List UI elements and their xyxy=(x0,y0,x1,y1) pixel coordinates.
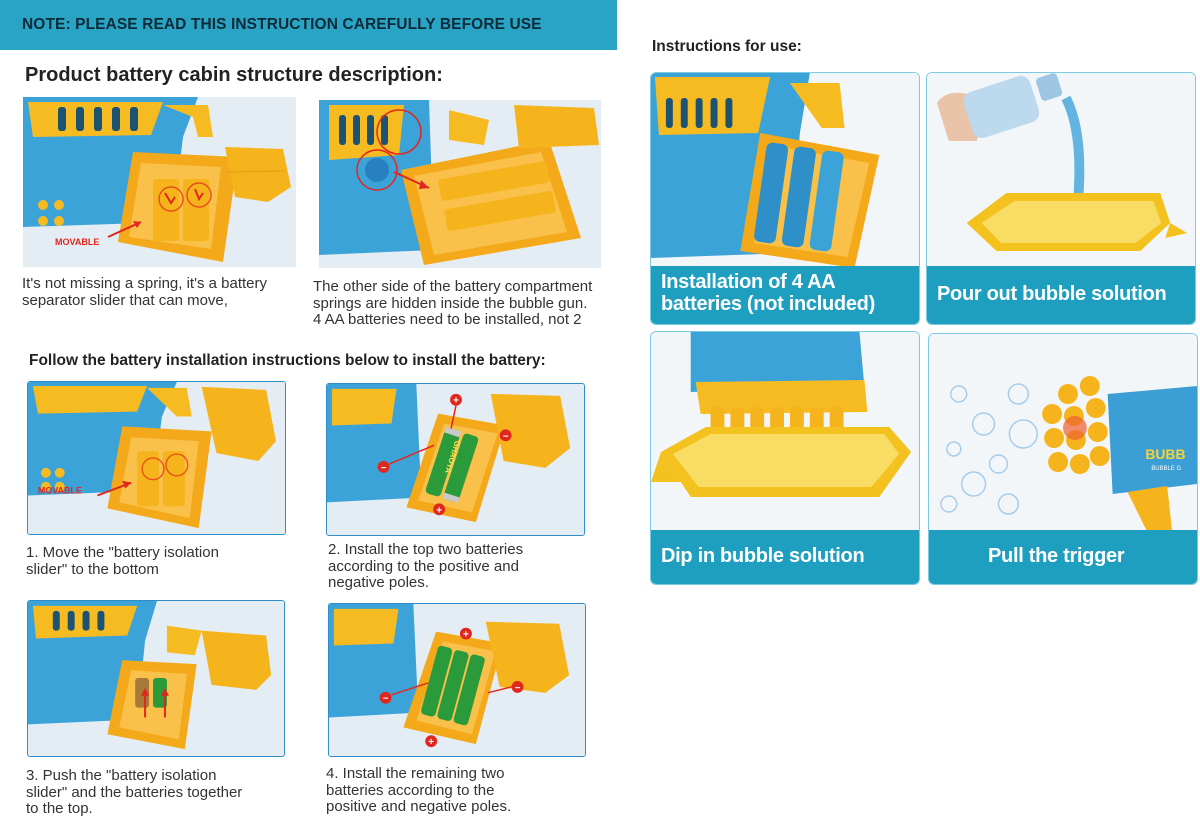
structure-caption-1: It's not missing a spring, it's a batter… xyxy=(22,275,267,309)
svg-text:−: − xyxy=(381,463,387,474)
usage-label-2: Pour out bubble solution xyxy=(937,283,1167,305)
note-text: NOTE: PLEASE READ THIS INSTRUCTION CAREF… xyxy=(22,16,542,33)
step-3-photo xyxy=(27,600,285,757)
svg-text:+: + xyxy=(436,505,442,516)
usage-label-4: Pull the trigger xyxy=(988,545,1125,567)
svg-text:−: − xyxy=(515,683,521,694)
gun-subtext: BUBBLE G xyxy=(1151,466,1181,472)
step-4-caption: 4. Install the remaining two batteries a… xyxy=(326,765,512,815)
svg-text:+: + xyxy=(428,737,434,748)
gun-brand: BUBB xyxy=(1145,446,1185,462)
usage-title: Instructions for use: xyxy=(652,38,802,55)
structure-photo-2 xyxy=(319,100,601,268)
note-banner: NOTE: PLEASE READ THIS INSTRUCTION CAREF… xyxy=(0,0,617,50)
movable-label-2: MOVABLE xyxy=(38,486,82,496)
usage-card-pour-solution: Pour out bubble solution xyxy=(926,72,1196,325)
usage-band-1: Installation of 4 AA batteries (not incl… xyxy=(651,266,919,324)
step-2-photo: GHAOYA + + − − xyxy=(326,383,585,536)
movable-label-1: MOVABLE xyxy=(55,237,99,247)
structure-caption-2: The other side of the battery compartmen… xyxy=(313,278,593,328)
step-2-caption: 2. Install the top two batteries accordi… xyxy=(328,541,524,591)
usage-band-3: Dip in bubble solution xyxy=(651,530,919,584)
usage-band-2: Pour out bubble solution xyxy=(927,266,1195,324)
usage-card-pull-trigger: BUBB BUBBLE G Pull the trigger xyxy=(928,333,1198,585)
usage-card-install-batteries: Installation of 4 AA batteries (not incl… xyxy=(650,72,920,325)
usage-card-dip-solution: Dip in bubble solution xyxy=(650,331,920,585)
svg-text:+: + xyxy=(463,630,469,641)
step-4-photo: + + − − xyxy=(328,603,586,757)
step-1-caption: 1. Move the "battery isolation slider" t… xyxy=(26,544,219,578)
usage-label-1: Installation of 4 AA batteries (not incl… xyxy=(661,271,875,315)
step-1-photo: MOVABLE xyxy=(27,381,286,535)
usage-label-3: Dip in bubble solution xyxy=(661,545,865,567)
structure-title: Product battery cabin structure descript… xyxy=(25,64,443,86)
svg-text:+: + xyxy=(453,396,459,407)
installation-title: Follow the battery installation instruct… xyxy=(29,352,546,369)
step-3-caption: 3. Push the "battery isolation slider" a… xyxy=(26,767,243,817)
usage-band-4: Pull the trigger xyxy=(929,530,1197,584)
svg-text:−: − xyxy=(503,431,509,442)
structure-photo-1: MOVABLE xyxy=(23,97,296,267)
svg-text:−: − xyxy=(383,694,389,705)
